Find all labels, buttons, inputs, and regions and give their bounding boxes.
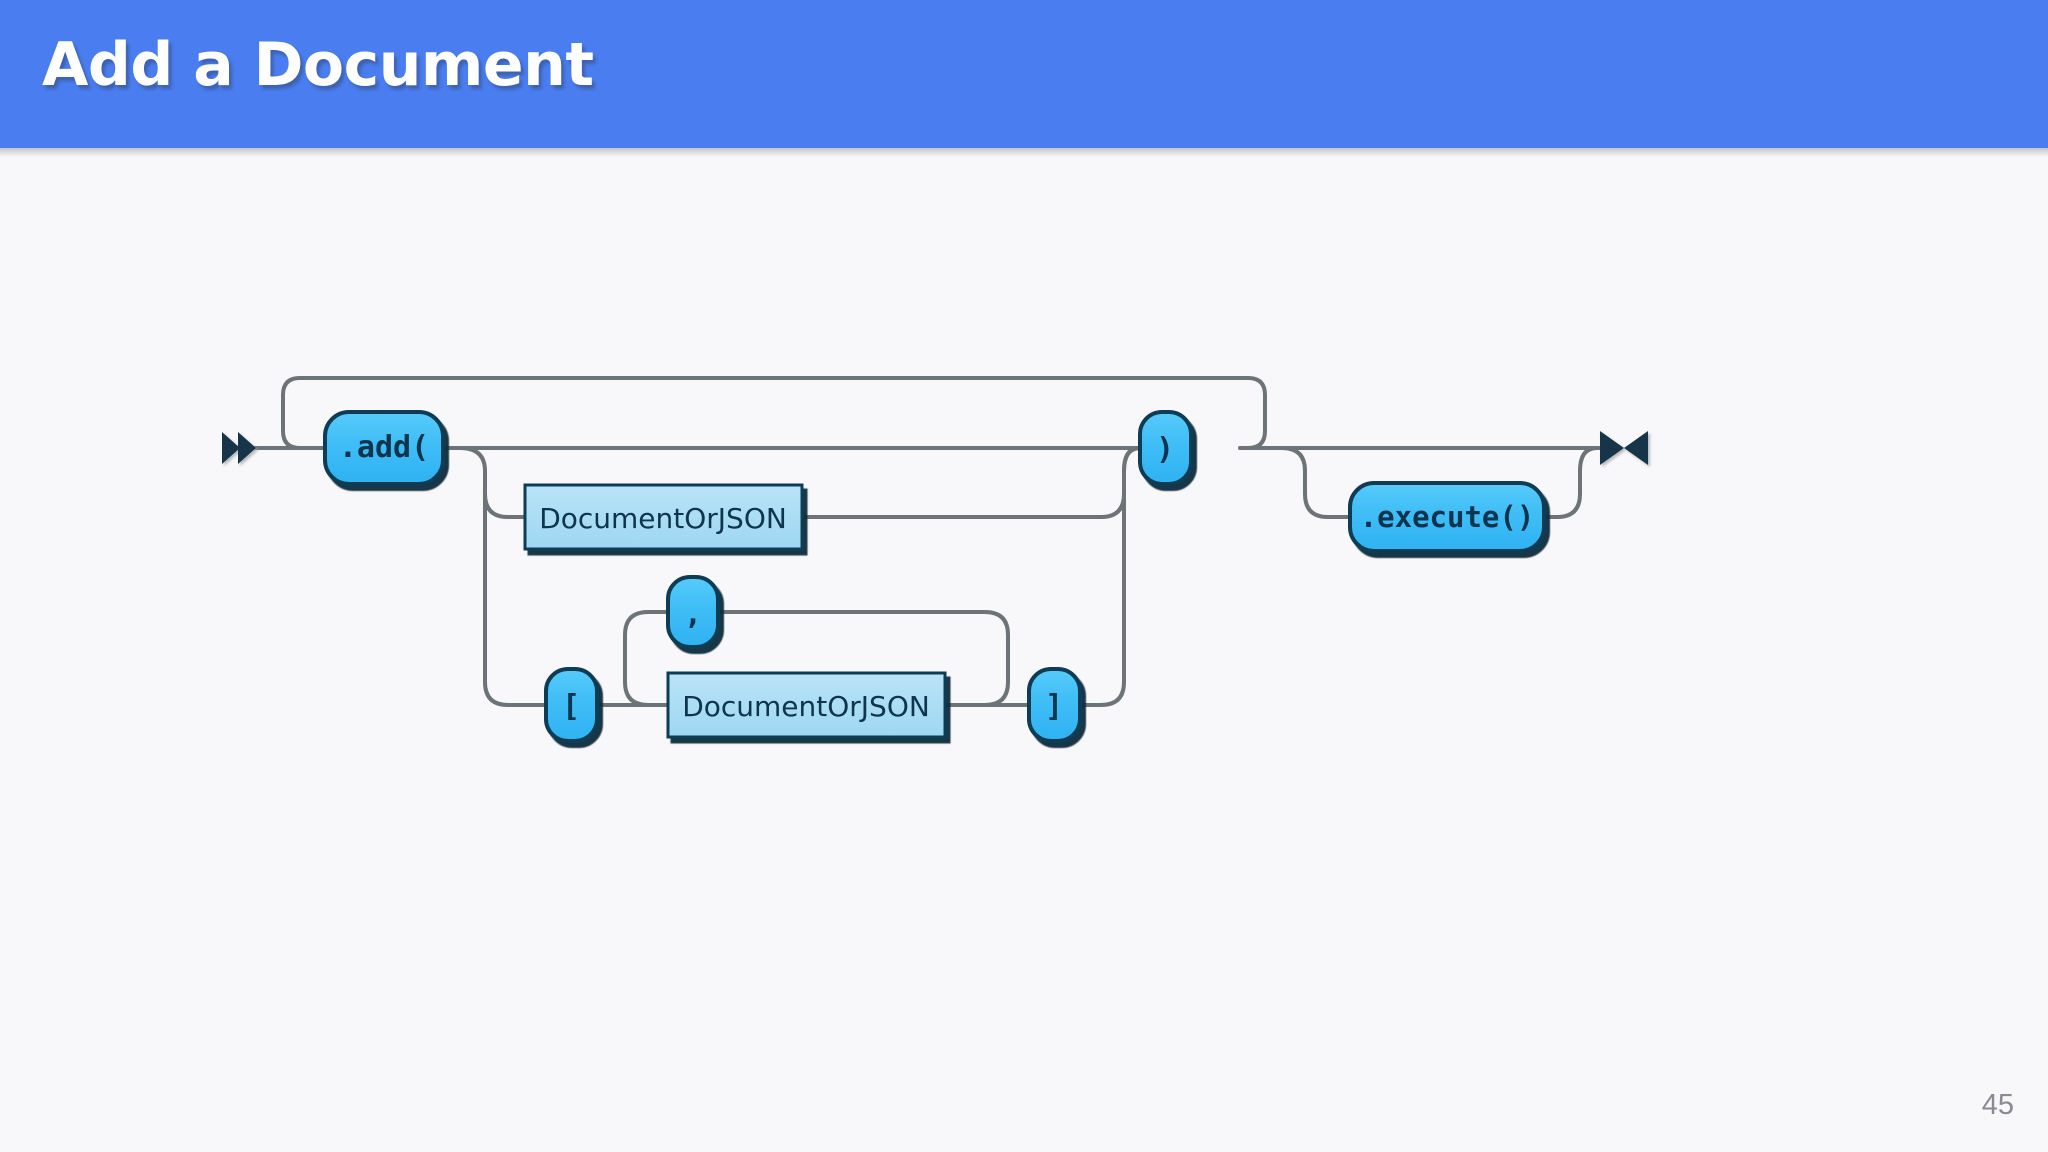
node-execute-shape[interactable]: [1348, 481, 1546, 553]
node-comma-label: ,: [684, 597, 702, 632]
node-add-open-shape[interactable]: [323, 410, 445, 486]
node-comma[interactable]: ,: [666, 575, 720, 649]
page-title: Add a Document: [42, 30, 594, 100]
page-number: 45: [1981, 1089, 2014, 1121]
node-execute-label: .execute(): [1360, 500, 1535, 534]
rail-bypass-add-paren: [281, 376, 1267, 450]
rail-comma-loop: [716, 610, 1010, 707]
node-bracket-close-label: ]: [1045, 689, 1063, 724]
railroad-diagram: .add( DocumentOrJSON , [ DocumentOrJSON …: [0, 157, 2048, 1152]
node-bracket-open-shape[interactable]: [544, 667, 599, 743]
node-doc-single-shape[interactable]: [523, 483, 804, 551]
node-paren-close[interactable]: ): [1138, 410, 1193, 486]
rail-execute-branch: [1280, 446, 1360, 519]
node-doc-single-label: DocumentOrJSON: [539, 502, 787, 535]
railroad-diagram-svg: .add( DocumentOrJSON , [ DocumentOrJSON …: [222, 376, 1648, 743]
node-execute[interactable]: .execute(): [1348, 481, 1546, 553]
node-doc-single[interactable]: DocumentOrJSON: [523, 483, 804, 551]
node-bracket-close[interactable]: ]: [1027, 667, 1082, 743]
node-add-open-label: .add(: [339, 430, 429, 465]
slide-header-bar: [0, 0, 2048, 148]
end-marker-icon: [1600, 431, 1648, 465]
rail-execute-out: [1542, 446, 1599, 519]
node-add-open[interactable]: .add(: [323, 410, 445, 486]
rail-comma-loop-left: [623, 610, 671, 707]
rail-array-fork-left: [483, 469, 548, 707]
start-marker-icon: [222, 432, 256, 464]
header-shadow: [0, 148, 2048, 157]
node-comma-shape[interactable]: [666, 575, 720, 649]
node-doc-list[interactable]: DocumentOrJSON: [666, 671, 947, 739]
rail-single-doc-out: [800, 446, 1142, 519]
railroad-rails: [250, 376, 1602, 707]
node-bracket-open-label: [: [562, 689, 580, 724]
node-bracket-open[interactable]: [: [544, 667, 599, 743]
node-bracket-close-shape[interactable]: [1027, 667, 1082, 743]
rail-bracket-close-out: [1078, 446, 1142, 707]
node-doc-list-shape[interactable]: [666, 671, 947, 739]
node-doc-list-label: DocumentOrJSON: [682, 690, 930, 723]
node-paren-close-shape[interactable]: [1138, 410, 1193, 486]
node-paren-close-label: ): [1156, 432, 1174, 467]
